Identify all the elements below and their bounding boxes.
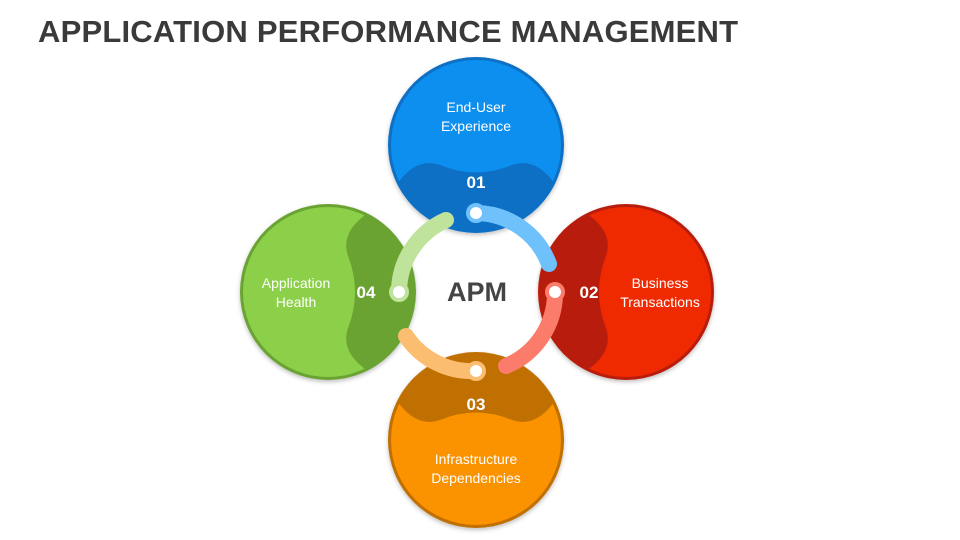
segment-04-label-line1: Application [262, 275, 331, 291]
segment-01-label-line2: Experience [441, 118, 511, 134]
segment-03-label-line2: Dependencies [431, 470, 521, 486]
segment-01-label-line1: End-User [446, 99, 505, 115]
ring-02 [545, 282, 565, 302]
segment-04-number: 04 [357, 283, 376, 302]
connector-04-01 [391, 212, 454, 300]
connector-02-03 [498, 284, 564, 374]
page-title: APPLICATION PERFORMANCE MANAGEMENT [38, 14, 739, 49]
ring-01 [466, 203, 486, 223]
ring-04 [389, 282, 409, 302]
segment-03: 03 Infrastructure Dependencies [388, 352, 564, 528]
segment-03-label-line1: Infrastructure [435, 451, 518, 467]
segment-04-label-line2: Health [276, 294, 316, 310]
segment-02-label-line1: Business [632, 275, 689, 291]
segment-02-number: 02 [580, 283, 599, 302]
segment-03-number: 03 [467, 395, 486, 414]
segment-01-number: 01 [467, 173, 486, 192]
segment-02-label-line2: Transactions [620, 294, 700, 310]
center-label: APM [447, 277, 507, 307]
ring-03 [466, 361, 486, 381]
segment-01: 01 End-User Experience [388, 57, 564, 233]
connector-01-02 [468, 205, 557, 272]
